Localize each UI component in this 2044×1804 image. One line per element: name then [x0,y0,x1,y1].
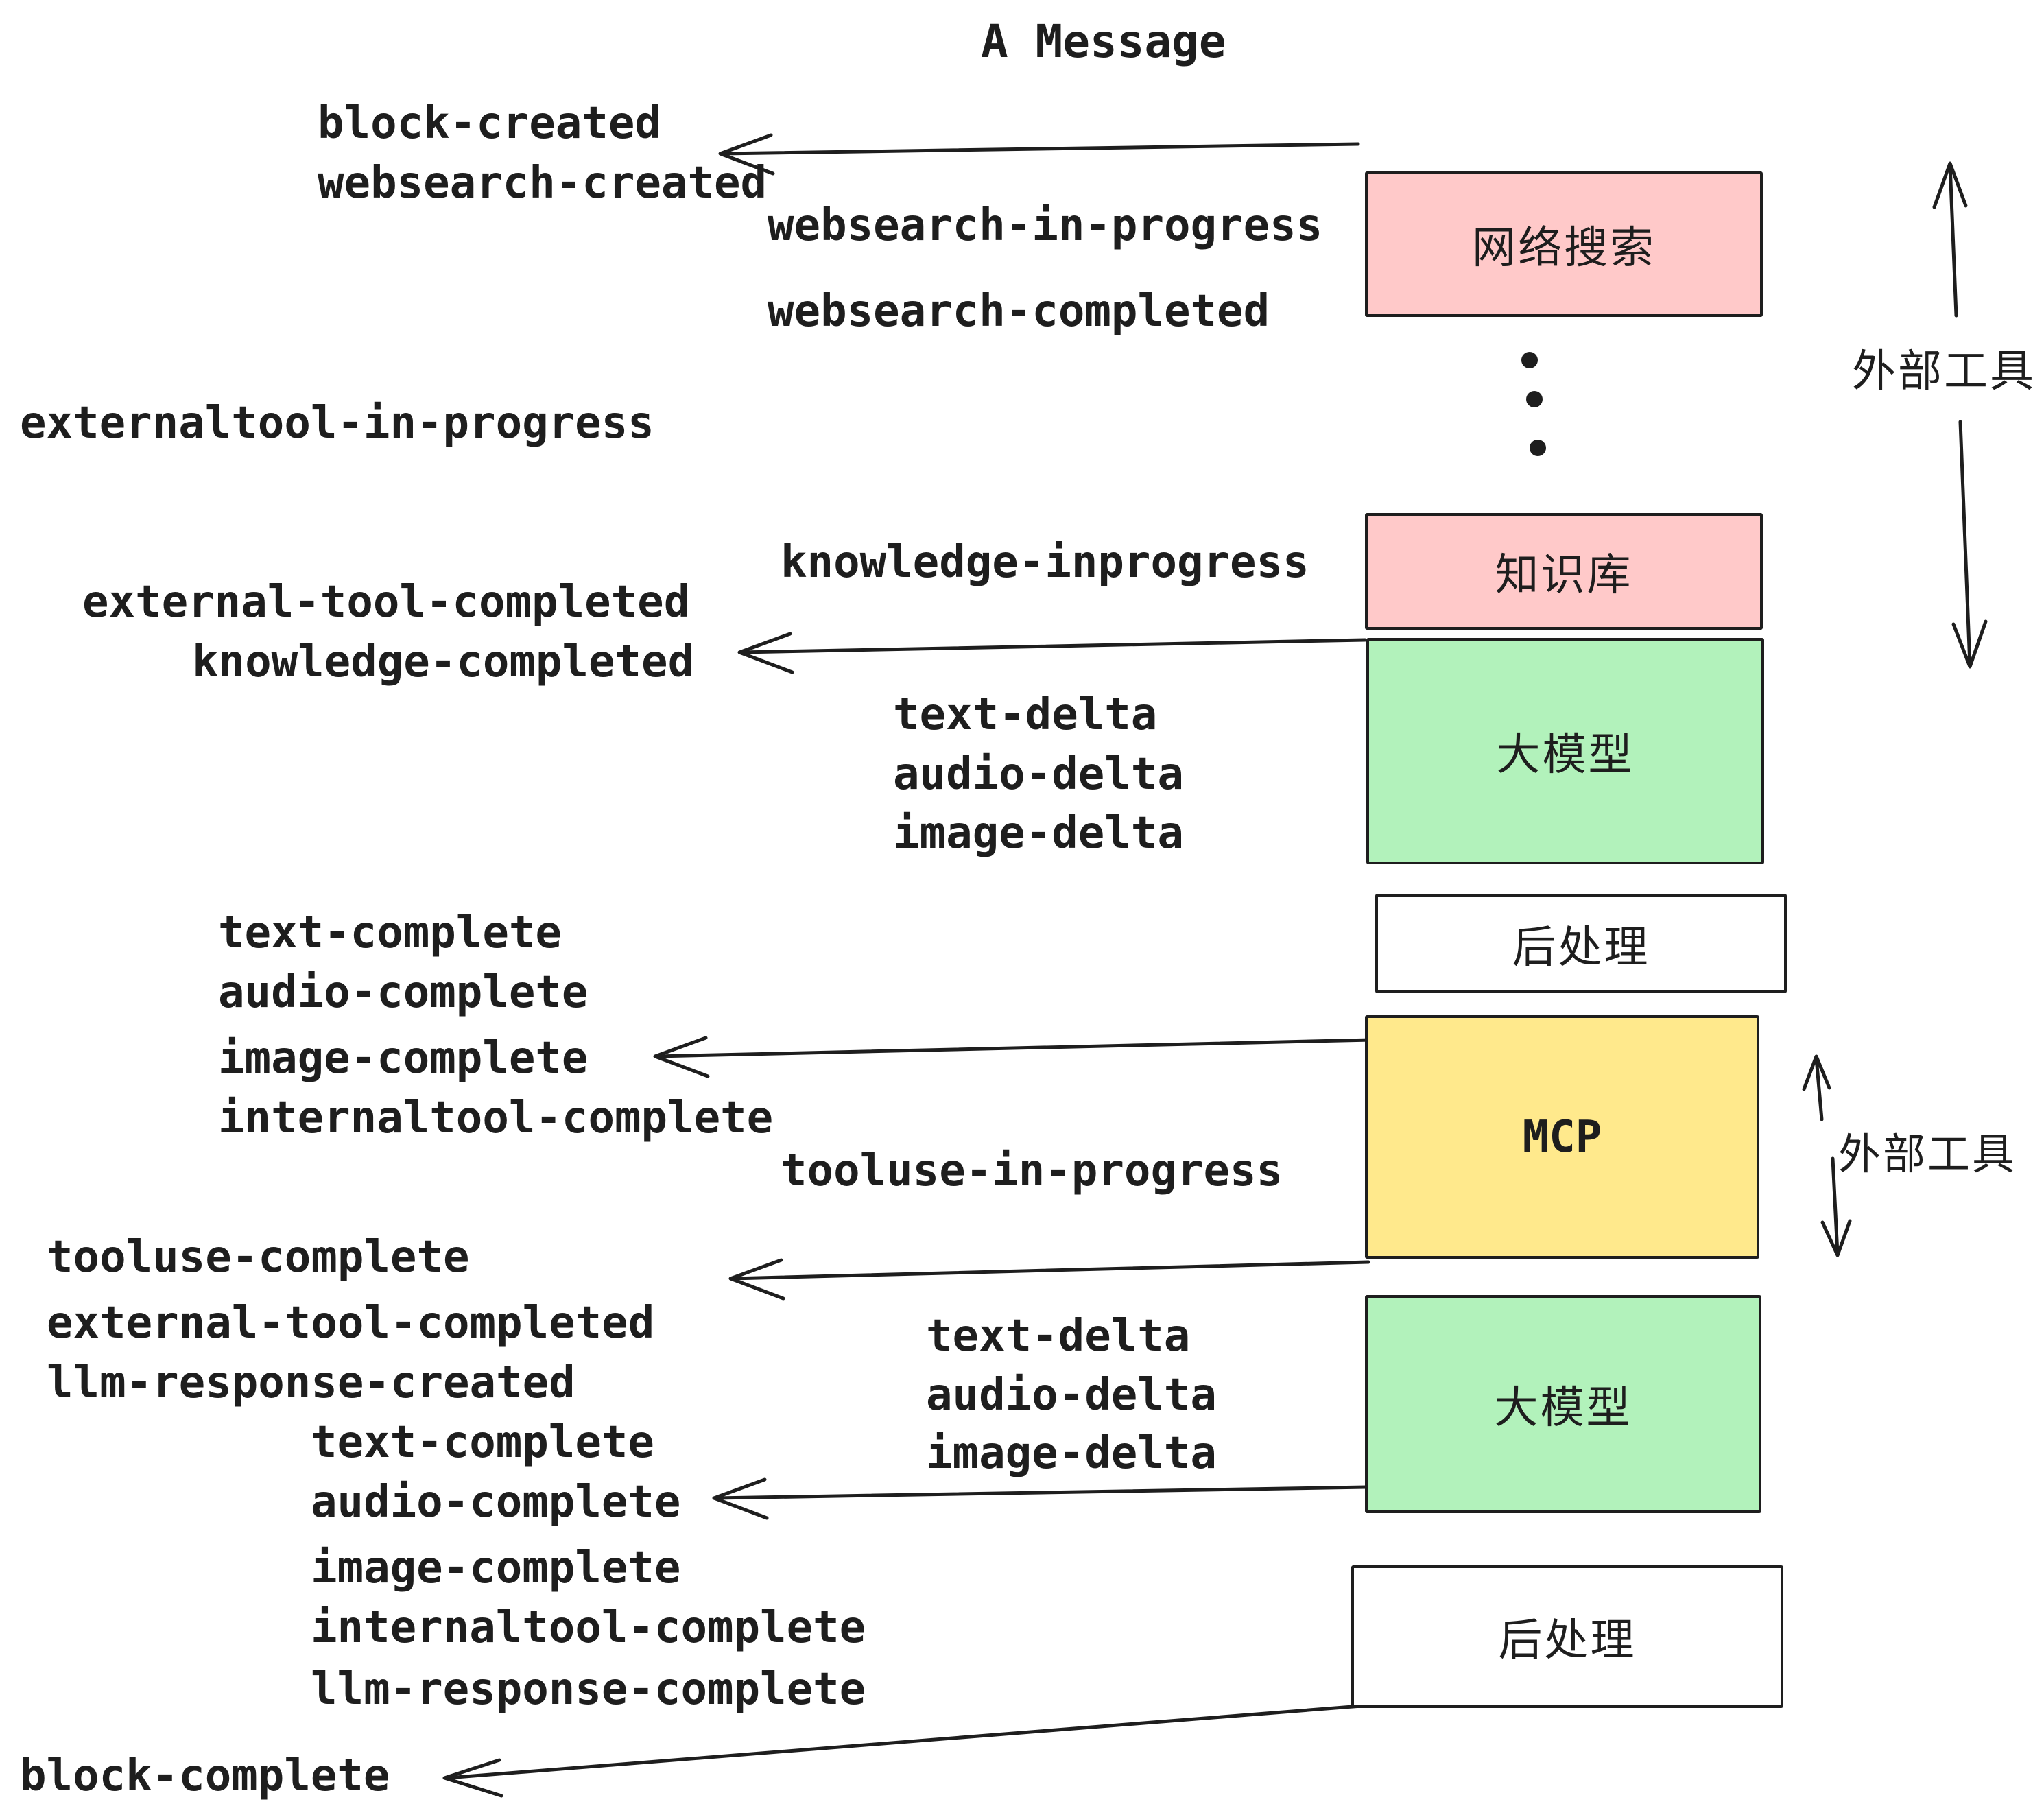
event-llm-response-created: llm-response-created [47,1357,575,1408]
event-image-delta-2: image-delta [926,1428,1217,1479]
event-block-created: block-created [318,98,661,149]
node-postprocess-1: 后处理 [1375,894,1787,993]
event-websearch-completed: websearch-completed [768,286,1270,337]
event-external-tool-completed-2: external-tool-completed [47,1298,655,1349]
arrow-tooluse-complete [728,1258,1370,1301]
arrow-knowledge-completed [737,632,1367,674]
arrow-block-complete [442,1704,1364,1798]
event-knowledge-completed: knowledge-completed [192,637,695,687]
side-label-external-tools-2: 外部工具 [1838,1129,2017,1179]
event-text-complete-1: text-complete [218,907,562,958]
event-internaltool-complete-1: internaltool-complete [218,1093,774,1143]
event-text-delta-2: text-delta [926,1311,1191,1362]
ellipsis-dots [1521,352,1546,456]
side-label-external-tools-1: 外部工具 [1852,346,2036,397]
event-tooluse-complete: tooluse-complete [47,1232,470,1283]
arrow-internal-complete [653,1036,1374,1078]
node-llm-2: 大模型 [1365,1295,1761,1513]
event-knowledge-inprogress: knowledge-inprogress [781,537,1309,588]
event-llm-response-complete: llm-response-complete [311,1664,866,1715]
event-block-complete: block-complete [20,1750,390,1801]
node-postprocess-2: 后处理 [1351,1565,1783,1708]
event-audio-complete-2: audio-complete [311,1477,681,1528]
event-audio-delta-1: audio-delta [893,749,1184,800]
arrow-external-tools-up-2 [1802,1054,1831,1121]
event-externaltool-in-progress: externaltool-in-progress [20,398,654,449]
event-image-delta-1: image-delta [893,808,1184,859]
event-text-complete-2: text-complete [311,1417,654,1468]
event-audio-complete-1: audio-complete [218,967,589,1018]
arrow-external-tools-down-1 [1951,420,1988,669]
arrow-external-tools-up-1 [1932,161,1968,318]
event-internaltool-complete-2: internaltool-complete [311,1602,866,1653]
event-text-delta-1: text-delta [893,689,1158,740]
event-tooluse-in-progress: tooluse-in-progress [781,1146,1283,1196]
diagram-title: A Message [981,15,1226,68]
event-websearch-in-progress: websearch-in-progress [768,200,1323,251]
event-external-tool-completed: external-tool-completed [82,577,691,628]
event-audio-delta-2: audio-delta [926,1370,1217,1421]
node-knowledge-base: 知识库 [1365,513,1763,630]
event-image-complete-2: image-complete [311,1543,681,1593]
node-llm-1: 大模型 [1366,638,1764,864]
arrow-llm2-complete [712,1477,1368,1520]
node-websearch: 网络搜索 [1365,171,1763,317]
event-websearch-created: websearch-created [318,158,768,209]
node-mcp: MCP [1365,1015,1759,1259]
arrow-websearch-created [718,133,1360,176]
event-image-complete-1: image-complete [218,1033,589,1084]
